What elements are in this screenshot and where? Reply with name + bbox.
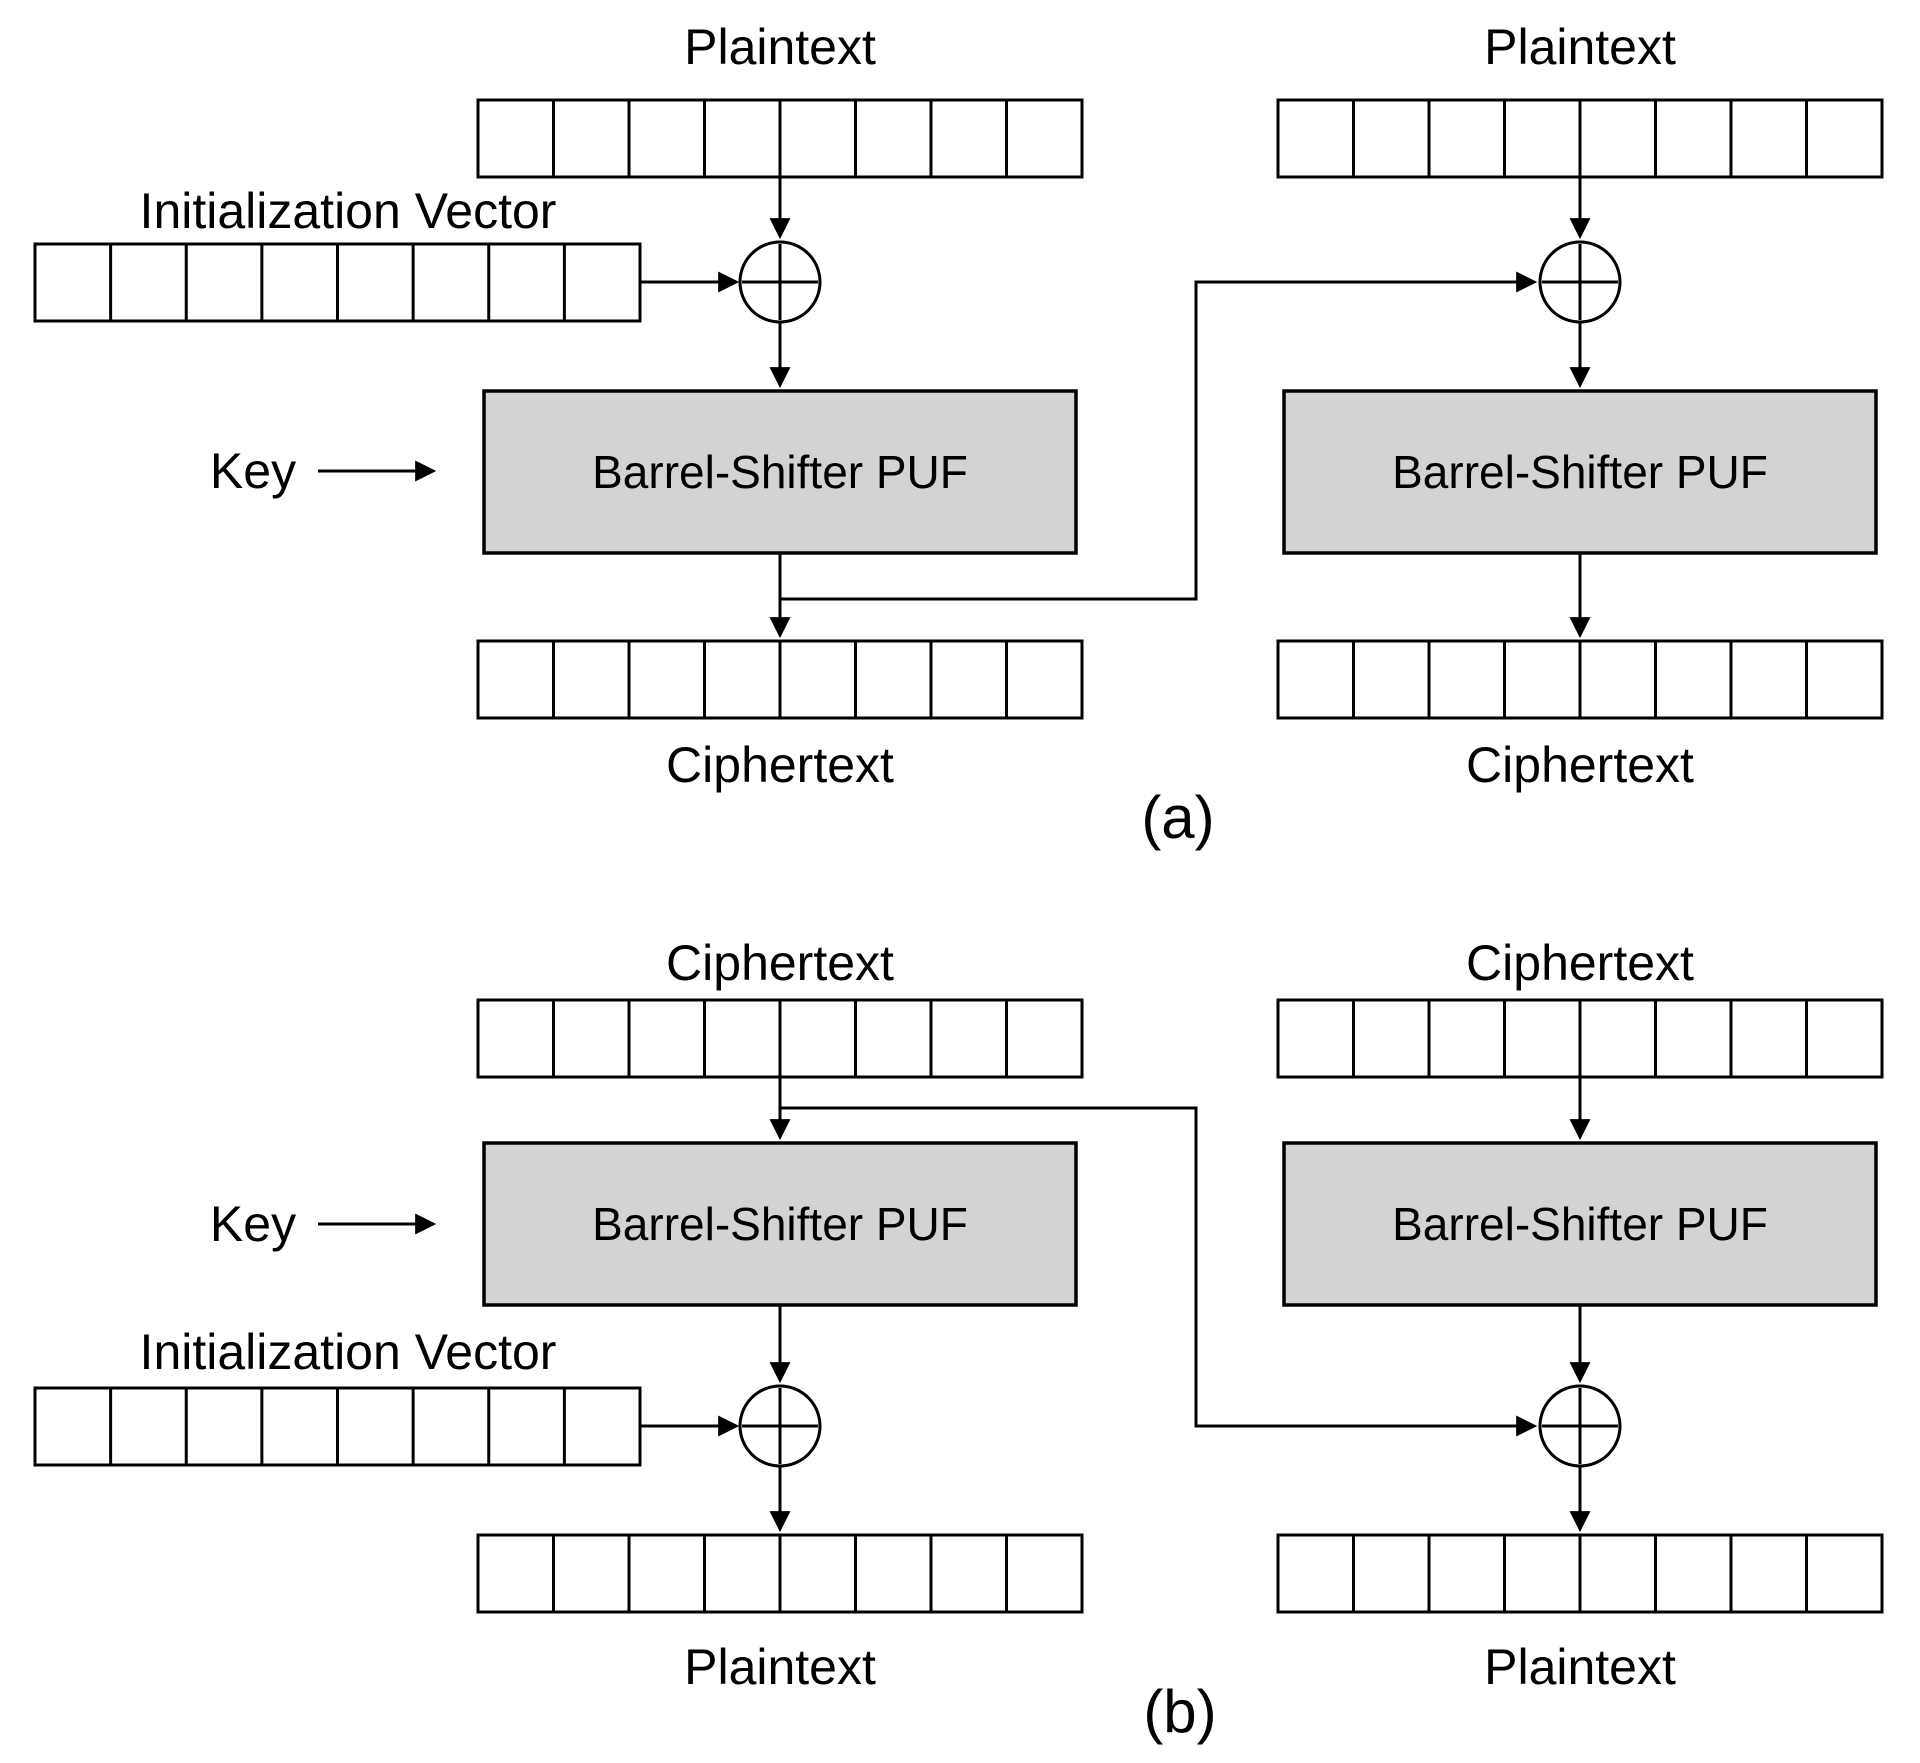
ciphertext-label-right: Ciphertext [1466,935,1694,991]
plaintext-label-right: Plaintext [1484,1639,1676,1695]
ciphertext-register-right [1276,639,1884,720]
iv-label: Initialization Vector [140,1324,557,1380]
ciphertext-label-left: Ciphertext [666,737,894,793]
plaintext-label-left: Plaintext [684,1639,876,1695]
caption-b: (b) [1143,1678,1216,1745]
plaintext-register-left [476,1533,1084,1614]
iv-register [33,242,642,323]
puf-block-left: Barrel-Shifter PUF [482,389,1078,555]
xor-icon [738,240,822,324]
iv-label: Initialization Vector [140,183,557,239]
plaintext-register-right [1276,1533,1884,1614]
ciphertext-label-right: Ciphertext [1466,737,1694,793]
feedback-wire-ciphertext-to-xor [780,271,1538,601]
ciphertext-register-left [476,639,1084,720]
puf-block-right: Barrel-Shifter PUF [1282,1141,1878,1307]
puf-block-right: Barrel-Shifter PUF [1282,389,1878,555]
ciphertext-register-right [1276,998,1884,1079]
ciphertext-label-left: Ciphertext [666,935,894,991]
section-b: Ciphertext Ciphertext Key Barrel-Shifter… [33,935,1884,1745]
caption-a: (a) [1141,784,1214,851]
iv-register [33,1386,642,1467]
ciphertext-register-left [476,998,1084,1079]
plaintext-register-left [476,98,1084,179]
puf-label: Barrel-Shifter PUF [592,446,968,498]
puf-label: Barrel-Shifter PUF [1392,1198,1768,1250]
key-label: Key [210,1196,296,1252]
key-label: Key [210,443,296,499]
puf-label: Barrel-Shifter PUF [1392,446,1768,498]
puf-block-left: Barrel-Shifter PUF [482,1141,1078,1307]
feedback-wire-ciphertext-to-xor [780,1106,1538,1437]
xor-icon [738,1384,822,1468]
xor-icon [1538,240,1622,324]
plaintext-label-right: Plaintext [1484,19,1676,75]
section-a: Plaintext Plaintext Initialization Vecto… [33,19,1884,851]
plaintext-label-left: Plaintext [684,19,876,75]
xor-icon [1538,1384,1622,1468]
plaintext-register-right [1276,98,1884,179]
puf-label: Barrel-Shifter PUF [592,1198,968,1250]
